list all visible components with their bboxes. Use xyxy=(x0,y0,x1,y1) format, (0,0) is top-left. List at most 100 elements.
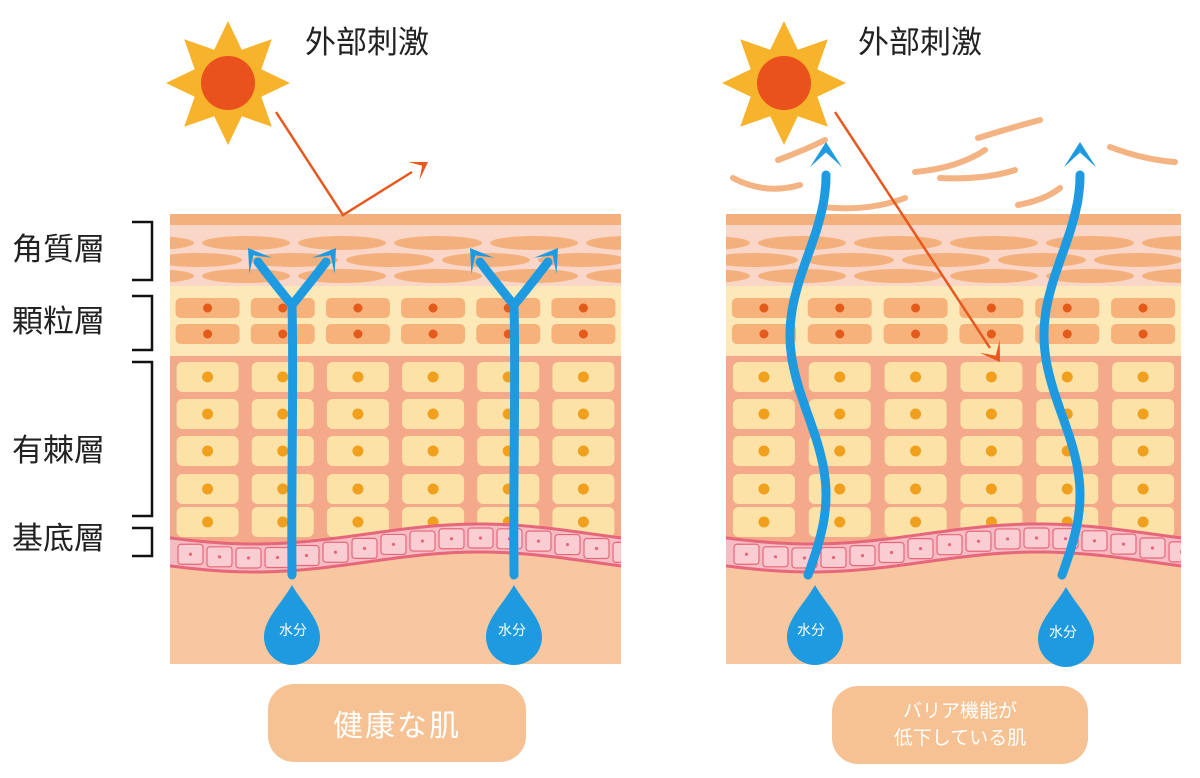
granular-cell-nucleus xyxy=(986,329,996,339)
dry-skin-flake xyxy=(975,117,1043,141)
corneocyte xyxy=(538,253,621,267)
basal-cell-nucleus xyxy=(333,550,338,554)
water-label-healthy-1: 水分 xyxy=(279,623,307,639)
water-label-damaged-2: 水分 xyxy=(1049,625,1077,641)
granular-cell-nucleus xyxy=(278,329,288,339)
reflected-stimulus-arrow xyxy=(274,111,413,217)
spinous-cell-nucleus xyxy=(985,483,997,495)
granular-cell-nucleus xyxy=(578,329,588,339)
corneocyte xyxy=(170,236,194,250)
sun-icon xyxy=(166,21,290,145)
skin-surface xyxy=(726,214,1181,225)
penetrating-stimulus-arrow xyxy=(833,111,992,349)
basal-cell-nucleus xyxy=(1121,542,1126,546)
basal-cell-nucleus xyxy=(362,546,367,550)
spinous-cell-nucleus xyxy=(758,408,770,420)
caption-damaged-line-1: バリア機能が xyxy=(902,700,1017,722)
corneocyte xyxy=(1190,253,1200,267)
spinous-cell-nucleus xyxy=(352,445,364,457)
granular-cell-nucleus xyxy=(759,303,769,313)
granular-cell-nucleus xyxy=(203,329,213,339)
corneocyte xyxy=(854,269,942,283)
spinous-cell-nucleus xyxy=(427,483,439,495)
spinous-cell-nucleus xyxy=(834,445,846,457)
dry-skin-flake xyxy=(1015,185,1063,208)
water-branch-right xyxy=(509,257,553,310)
retained-water-arrow-2 xyxy=(470,248,558,580)
damaged-skin-panel xyxy=(722,21,1200,667)
spinous-cell-nucleus xyxy=(577,371,589,383)
spinous-cell-nucleus xyxy=(758,371,770,383)
spinous-cell-nucleus xyxy=(577,483,589,495)
basal-cell-nucleus xyxy=(478,536,483,540)
spinous-cell-nucleus xyxy=(352,483,364,495)
water-label-healthy-2: 水分 xyxy=(498,623,526,639)
spinous-cell-nucleus xyxy=(277,516,289,528)
basal-cell xyxy=(1168,541,1181,563)
healthy-skin-panel xyxy=(166,21,627,665)
corneocyte xyxy=(726,253,798,267)
granular-cell-nucleus xyxy=(203,303,213,313)
reflected-stimulus-arrowhead xyxy=(408,161,428,180)
spinous-cell-nucleus xyxy=(1137,408,1149,420)
spinous-cell-nucleus xyxy=(352,371,364,383)
spinous-cell-nucleus xyxy=(202,445,214,457)
corneocyte xyxy=(950,269,1038,283)
granular-cell-nucleus xyxy=(578,303,588,313)
spinous-cell-nucleus xyxy=(277,445,289,457)
corneocyte xyxy=(726,236,750,250)
label-stratum-basale: 基底層 xyxy=(12,521,105,557)
dry-skin-flake xyxy=(820,195,908,212)
skin-surface xyxy=(170,214,621,225)
external-stimulus-label-healthy: 外部刺激 xyxy=(305,25,429,61)
sun-core xyxy=(201,56,255,110)
basal-cell-nucleus xyxy=(246,556,251,560)
corneocyte xyxy=(1094,253,1181,267)
spinous-cell-nucleus xyxy=(277,371,289,383)
corneocyte xyxy=(806,253,894,267)
water-drop-icon xyxy=(787,585,843,665)
water-path xyxy=(287,300,298,580)
basal-cell-nucleus xyxy=(744,552,749,556)
spinous-cell-nucleus xyxy=(834,483,846,495)
corneocyte xyxy=(170,253,242,267)
water-path xyxy=(509,300,520,580)
corneocyte xyxy=(202,236,290,250)
granular-cell-nucleus xyxy=(835,303,845,313)
spinous-cell-nucleus xyxy=(427,371,439,383)
basal-cell-nucleus xyxy=(831,555,836,560)
escaping-water-arrowhead xyxy=(1063,142,1097,168)
corneocyte xyxy=(442,253,530,267)
spinous-cell-nucleus xyxy=(202,408,214,420)
spinous-cell-nucleus xyxy=(910,483,922,495)
basal-cell-nucleus xyxy=(1179,550,1181,554)
dry-skin-flake xyxy=(775,137,828,163)
granular-cell-nucleus xyxy=(986,303,996,313)
spinous-cell-nucleus xyxy=(427,445,439,457)
basal-cell-nucleus xyxy=(565,542,570,547)
basal-cell-nucleus xyxy=(918,547,923,551)
corneocyte xyxy=(758,236,846,250)
sun-core xyxy=(757,56,811,110)
caption-damaged-skin: バリア機能が 低下している肌 xyxy=(832,686,1088,764)
escaping-water-path xyxy=(1039,170,1085,580)
basal-cell-nucleus xyxy=(1063,537,1068,541)
corneocyte xyxy=(586,269,621,283)
spinous-cell-nucleus xyxy=(758,445,770,457)
label-stratum-corneum: 角質層 xyxy=(12,232,105,268)
water-arrowhead-left xyxy=(248,248,273,274)
granular-cell-nucleus xyxy=(353,329,363,339)
corneocyte xyxy=(1142,269,1181,283)
dry-skin-flake xyxy=(912,147,988,175)
spinous-cell-nucleus xyxy=(277,483,289,495)
spinous-cell-nucleus xyxy=(577,516,589,528)
granular-cell-nucleus xyxy=(835,329,845,339)
basal-cell-nucleus xyxy=(624,551,627,554)
granular-cell-nucleus xyxy=(278,303,288,313)
layer-bracket xyxy=(132,360,154,518)
corneocyte xyxy=(1046,269,1134,283)
basal-cell-nucleus xyxy=(449,537,454,541)
corneocyte xyxy=(998,253,1086,267)
spinous-cell-nucleus xyxy=(352,516,364,528)
basal-cell-nucleus xyxy=(217,555,222,559)
